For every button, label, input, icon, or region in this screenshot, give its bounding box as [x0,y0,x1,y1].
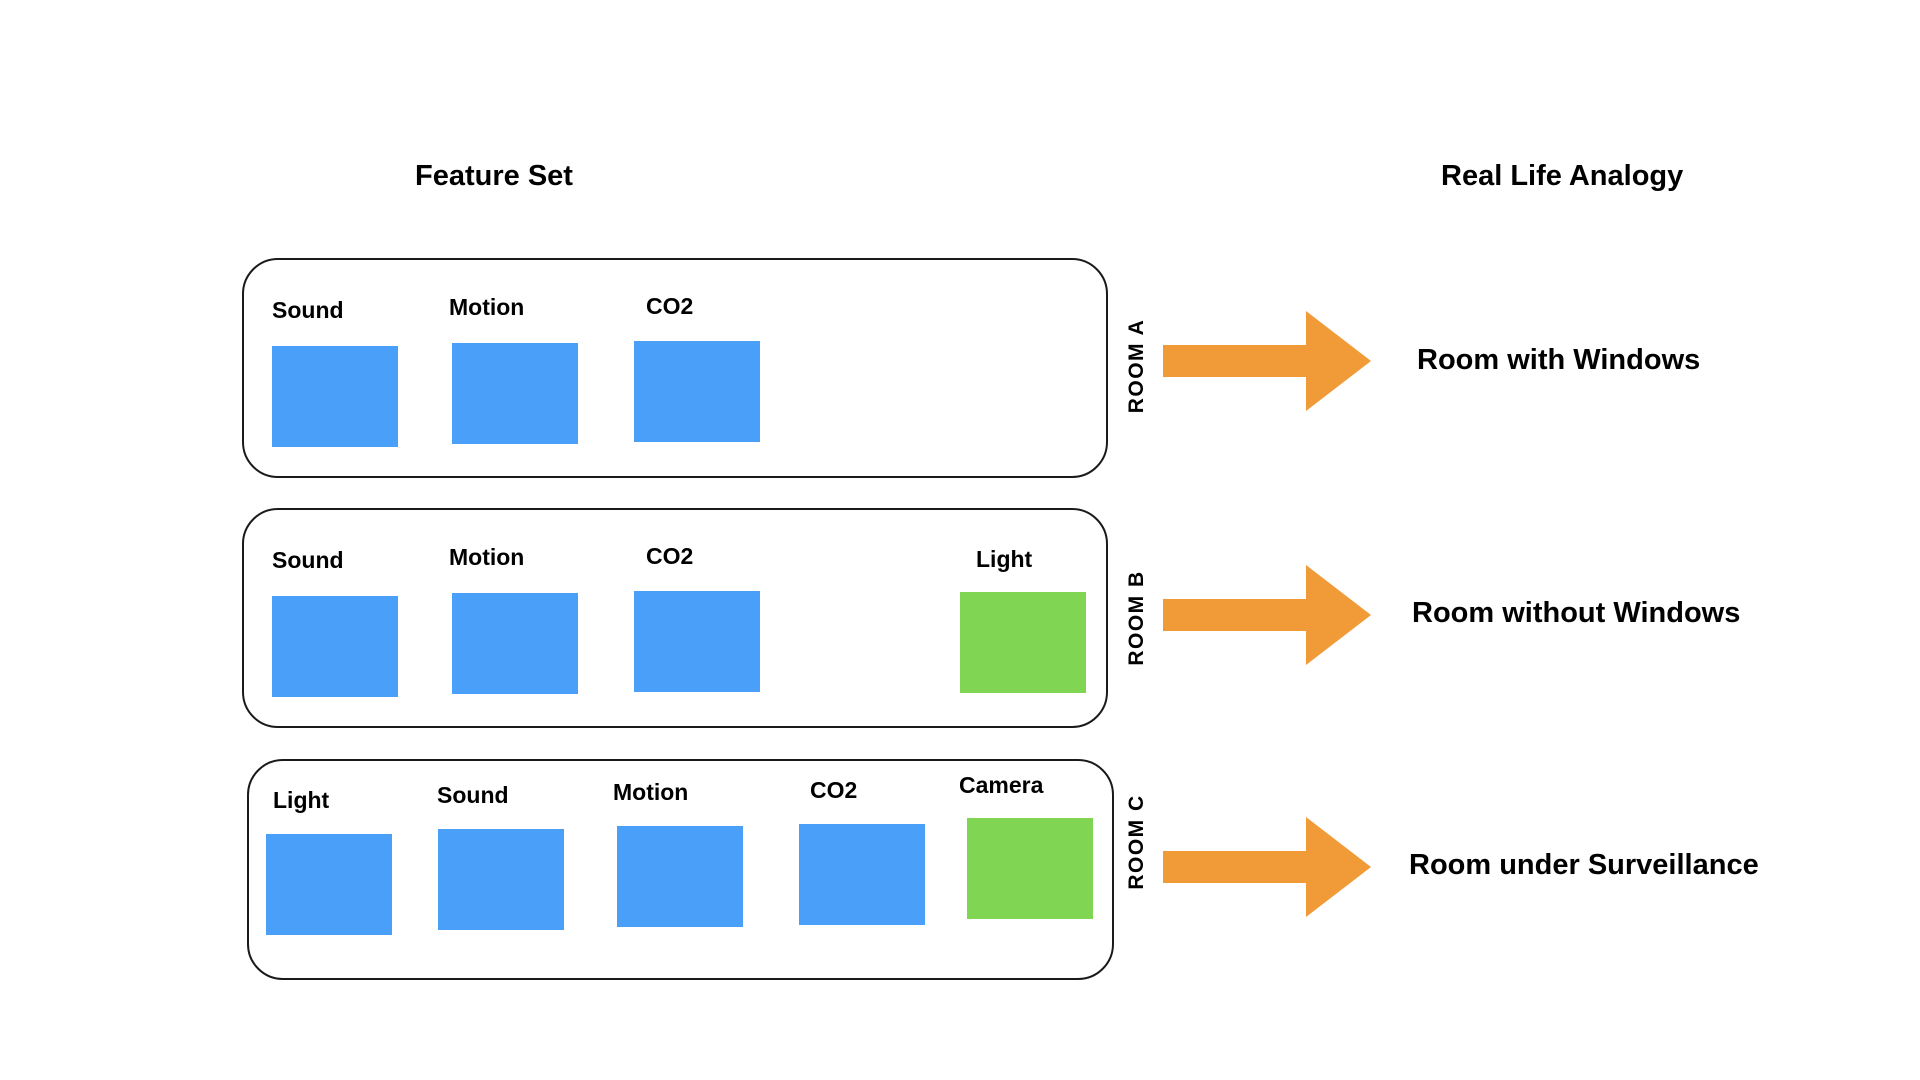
room-b-feature-label-light: Light [976,546,1033,572]
room-c-container [247,759,1114,980]
room-c-label: ROOM C [1125,794,1148,890]
room-b-container [242,508,1108,728]
room-a-feature-box-sound [272,346,398,447]
room-b-feature-box-motion [452,593,578,694]
arrow-shape [1163,817,1371,917]
room-a-container [242,258,1108,478]
room-c-feature-box-motion [617,826,743,927]
room-b-feature-box-co2 [634,591,760,692]
room-a-analogy: Room with Windows [1417,344,1701,376]
room-c-feature-box-co2 [799,824,925,925]
room-c-arrow-icon [1163,817,1371,917]
room-a-feature-label-co2: CO2 [646,293,694,319]
room-b-arrow-icon [1163,565,1371,665]
room-b-feature-box-sound [272,596,398,697]
room-a-feature-box-motion [452,343,578,444]
room-b-feature-label-sound: Sound [272,547,344,573]
room-a-arrow-icon [1163,311,1371,411]
arrow-shape [1163,565,1371,665]
room-b-feature-label-motion: Motion [449,544,525,570]
room-c-feature-box-sound [438,829,564,930]
room-a-feature-box-co2 [634,341,760,442]
room-c-analogy: Room under Surveillance [1409,849,1759,881]
room-c-feature-label-sound: Sound [437,782,509,808]
room-b-feature-box-light [960,592,1086,693]
room-a-feature-label-sound: Sound [272,297,344,323]
room-a-feature-label-motion: Motion [449,294,525,320]
room-a-label: ROOM A [1125,318,1148,414]
room-b-analogy: Room without Windows [1412,597,1741,629]
room-b-feature-label-co2: CO2 [646,543,694,569]
arrow-shape [1163,311,1371,411]
room-c-feature-label-camera: Camera [959,772,1044,798]
room-b-label: ROOM B [1125,570,1148,666]
real-life-analogy-heading: Real Life Analogy [1441,160,1684,192]
room-c-feature-label-co2: CO2 [810,777,858,803]
room-c-feature-box-camera [967,818,1093,919]
room-c-feature-box-light [266,834,392,935]
feature-set-heading: Feature Set [415,160,573,192]
room-c-feature-label-motion: Motion [613,779,689,805]
room-c-feature-label-light: Light [273,787,330,813]
